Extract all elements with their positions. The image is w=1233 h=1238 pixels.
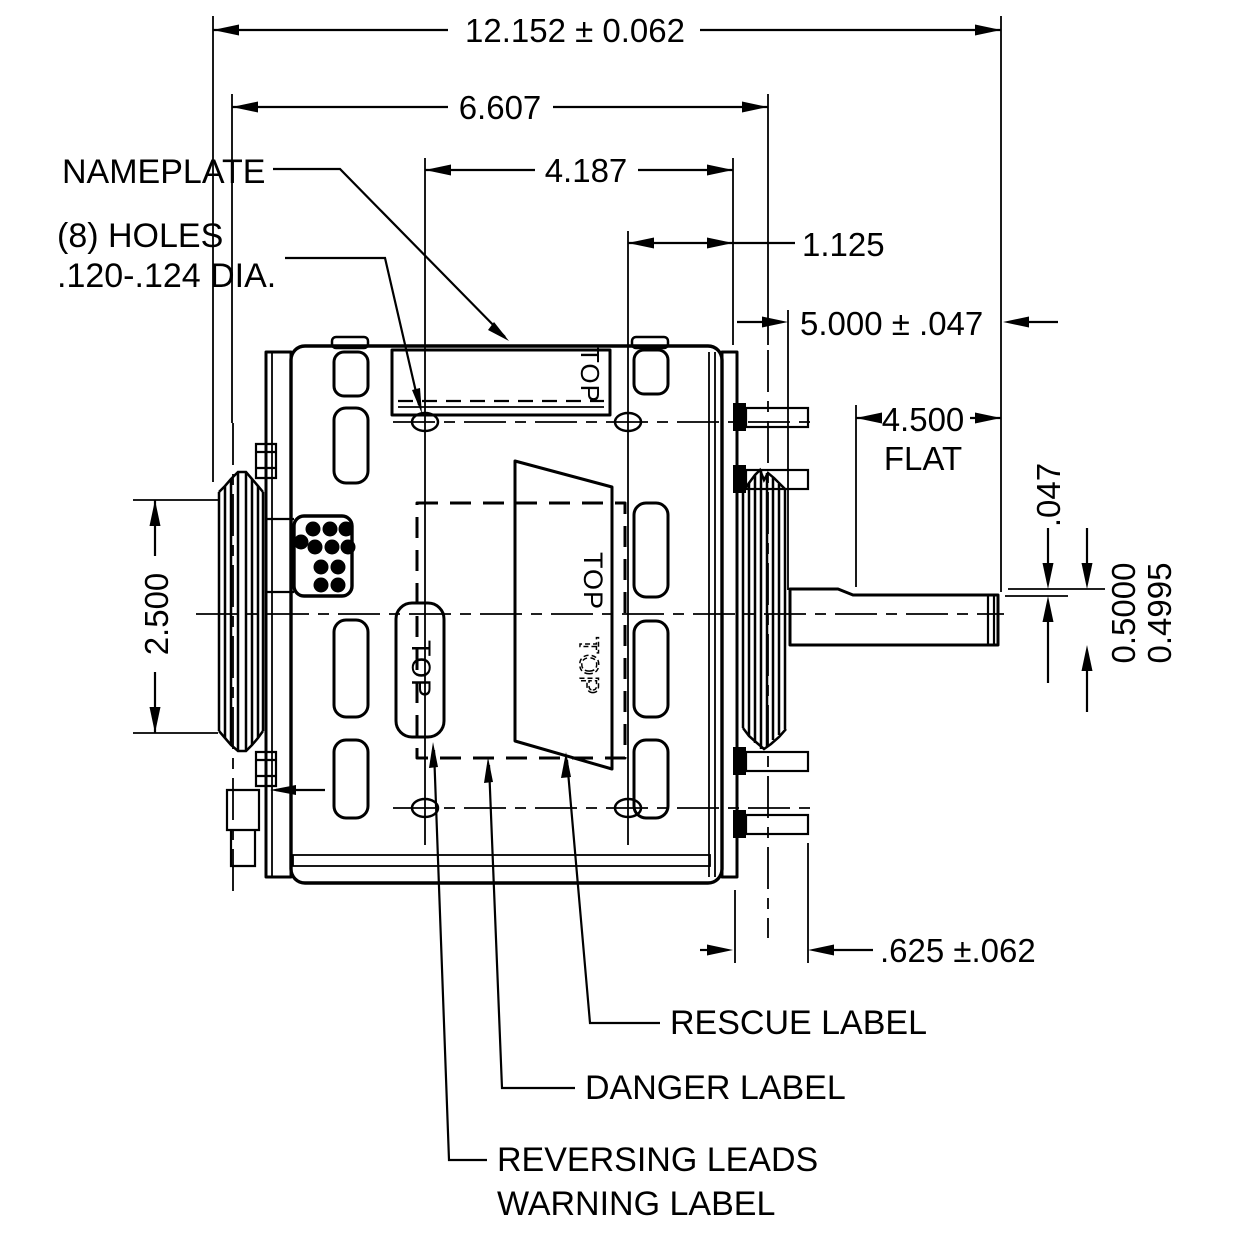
- left-clamp-stack: [225, 788, 261, 868]
- mounting-studs: [733, 403, 810, 838]
- vent-slot: [632, 738, 670, 820]
- stud-thread-4: [744, 813, 810, 836]
- vent-slot: [632, 348, 670, 396]
- rescue-label-outline: TOP TOP: [513, 459, 614, 771]
- callout-reversing-line2: WARNING LABEL: [497, 1185, 775, 1223]
- dim-shaft-dia-min-text: 0.4995: [1141, 563, 1178, 664]
- callout-reversing-line1: REVERSING LEADS: [497, 1141, 818, 1179]
- callout-danger: DANGER LABEL: [484, 757, 846, 1107]
- dim-flat-length: 4.500 FLAT: [856, 401, 1001, 477]
- dim-shaft-dia-max-text: 0.5000: [1105, 563, 1142, 664]
- reversing-top-marker: TOP: [406, 640, 436, 698]
- danger-label-outline: [415, 501, 627, 760]
- callout-nameplate-text: NAMEPLATE: [62, 153, 265, 191]
- left-bolt-head-bottom: [254, 750, 278, 788]
- callout-reversing: REVERSING LEADS WARNING LABEL: [429, 742, 818, 1223]
- right-hub-rings: [741, 467, 787, 751]
- stud-head-4: [733, 810, 746, 838]
- rescue-top-marker: TOP: [578, 552, 608, 610]
- dim-ring-height-text: 2.500: [138, 573, 175, 656]
- stud-thread-1: [744, 406, 810, 429]
- dim-shaft-extension: 5.000 ± .047: [737, 305, 1058, 342]
- dim-hole-to-face-text: 1.125: [802, 226, 885, 263]
- pointer-left-face: [270, 785, 325, 795]
- hole-markers: [410, 411, 643, 819]
- nameplate-top-marker: TOP: [575, 347, 605, 403]
- callout-holes: (8) HOLES .120-.124 DIA.: [57, 217, 422, 414]
- dim-overall-length-text: 12.152 ± 0.062: [465, 12, 685, 49]
- shaft: [788, 587, 1000, 647]
- base-gasket-strip: [292, 854, 711, 867]
- dim-shaft-diameter: 0.5000 0.4995: [1081, 528, 1178, 712]
- vent-slot: [332, 618, 370, 719]
- dim-band-span: 6.607: [232, 89, 768, 126]
- dim-ring-height: 2.500: [138, 500, 175, 733]
- callout-holes-line2: .120-.124 DIA.: [57, 257, 276, 295]
- stud-thread-3: [744, 750, 810, 773]
- callout-danger-text: DANGER LABEL: [585, 1069, 846, 1107]
- dim-band-span-text: 6.607: [459, 89, 542, 126]
- vent-slot: [332, 350, 370, 398]
- dim-flat-qualifier-text: FLAT: [884, 440, 962, 477]
- dim-hole-span-text: 4.187: [545, 152, 628, 189]
- vent-slots: [332, 348, 670, 820]
- centerlines: [196, 350, 1004, 938]
- top-tab-right: [630, 335, 670, 350]
- nameplate: TOP: [390, 347, 612, 417]
- dim-flat-depth: .047: [1030, 463, 1067, 683]
- stud-head-2: [733, 465, 746, 493]
- terminal-block: [266, 514, 356, 598]
- stud-head-3: [733, 747, 746, 775]
- rescue-top-marker-hidden: TOP: [574, 637, 604, 695]
- callout-rescue-text: RESCUE LABEL: [670, 1004, 927, 1042]
- dim-hole-span: 4.187: [425, 152, 733, 189]
- stud-thread-2: [744, 468, 810, 491]
- dim-flat-length-text: 4.500: [882, 401, 965, 438]
- callout-nameplate: NAMEPLATE: [62, 153, 509, 341]
- extension-lines: [133, 16, 1105, 963]
- terminal-pins: [293, 521, 356, 593]
- callout-rescue: RESCUE LABEL: [561, 752, 927, 1042]
- vent-slot: [632, 619, 670, 719]
- dim-hole-to-face: 1.125: [628, 226, 885, 263]
- left-bolt-head-top: [254, 442, 278, 480]
- dim-stud-length-text: .625 ±.062: [880, 932, 1036, 969]
- left-hub-rings: [217, 470, 265, 753]
- callout-holes-line1: (8) HOLES: [57, 217, 223, 255]
- motor-body: [225, 335, 739, 885]
- dim-shaft-extension-text: 5.000 ± .047: [800, 305, 983, 342]
- top-tab-left: [330, 335, 370, 350]
- reversing-warning-label: TOP: [394, 601, 446, 739]
- stud-head-1: [733, 403, 746, 431]
- dim-flat-depth-text: .047: [1030, 463, 1067, 527]
- dim-overall-length: 12.152 ± 0.062: [213, 12, 1001, 49]
- vent-slot: [332, 738, 370, 820]
- shaft-end-chamfer: [986, 595, 996, 645]
- vent-slot: [332, 406, 370, 485]
- dim-stud-length: .625 ±.062: [700, 932, 1036, 969]
- vent-slot: [632, 501, 670, 599]
